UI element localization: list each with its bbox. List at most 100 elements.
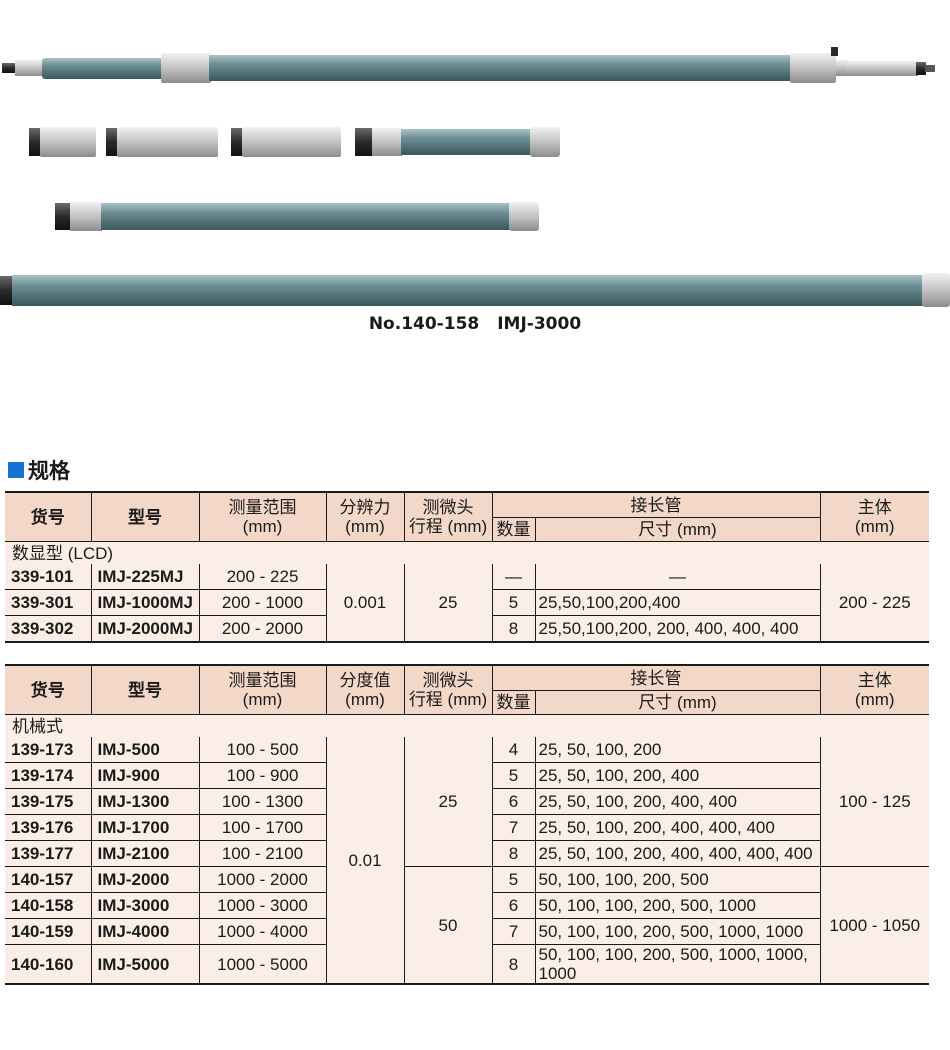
header-graduation: 分度值(mm) bbox=[325, 664, 404, 715]
cell-model: IMJ-1700 bbox=[90, 814, 199, 841]
blue-square-icon bbox=[8, 462, 24, 478]
cell-code: 339-301 bbox=[5, 589, 91, 616]
cell-qty: 6 bbox=[491, 788, 535, 815]
cell-code: 140-157 bbox=[5, 866, 91, 893]
cell-code: 140-159 bbox=[5, 918, 91, 945]
cell-resolution: 0.001 bbox=[325, 564, 404, 643]
table-row: 140-157 IMJ-2000 1000 - 2000 50 5 50, 10… bbox=[5, 866, 929, 985]
cell-range: 100 - 2100 bbox=[198, 840, 326, 867]
cell-model: IMJ-500 bbox=[90, 737, 199, 763]
cell-size: 25,50,100,200,400 bbox=[534, 589, 820, 616]
table-row: 339-301 IMJ-1000MJ 200 - 1000 5 25,50,10… bbox=[5, 589, 929, 616]
cell-qty: 5 bbox=[491, 589, 535, 616]
header-qty: 数量 bbox=[491, 690, 535, 715]
header-size: 尺寸 (mm) bbox=[534, 517, 820, 542]
header-resolution: 分辨力(mm) bbox=[325, 491, 404, 542]
header-code: 货号 bbox=[5, 664, 91, 715]
cell-qty: 4 bbox=[491, 737, 535, 763]
group-label-lcd: 数显型 (LCD) bbox=[5, 541, 929, 564]
cell-qty: 5 bbox=[491, 866, 535, 893]
cell-code: 139-177 bbox=[5, 840, 91, 867]
cell-model: IMJ-225MJ bbox=[90, 564, 199, 590]
cell-range: 1000 - 2000 bbox=[198, 866, 326, 893]
header-range: 测量范围(mm) bbox=[198, 491, 326, 542]
cell-range: 100 - 1300 bbox=[198, 788, 326, 815]
table-row: 140-158 IMJ-3000 1000 - 3000 6 50, 100, … bbox=[5, 892, 929, 919]
cell-body: 200 - 225 bbox=[819, 564, 929, 643]
cell-size: — bbox=[534, 564, 820, 590]
cell-model: IMJ-5000 bbox=[90, 944, 199, 985]
extension-rod-1000 bbox=[0, 273, 950, 307]
cell-model: IMJ-900 bbox=[90, 762, 199, 789]
extension-rod-200 bbox=[355, 127, 560, 157]
cell-qty: 6 bbox=[491, 892, 535, 919]
cell-size: 25,50,100,200, 200, 400, 400, 400 bbox=[534, 615, 820, 643]
table-row: 140-160 IMJ-5000 1000 - 5000 8 50, 100, … bbox=[5, 944, 929, 985]
extension-rod-500 bbox=[55, 202, 539, 231]
cell-model: IMJ-2000MJ bbox=[90, 615, 199, 643]
cell-size: 50, 100, 100, 200, 500, 1000, 1000 bbox=[534, 918, 820, 945]
table-row: 139-173 IMJ-500 100 - 500 0.01 25 4 25, … bbox=[5, 737, 929, 985]
cell-graduation: 0.01 bbox=[325, 737, 404, 985]
cell-qty: 5 bbox=[491, 762, 535, 789]
product-photo bbox=[0, 47, 950, 307]
header-head-stroke: 测微头行程 (mm) bbox=[403, 491, 492, 542]
header-rods: 接长管 bbox=[491, 491, 820, 518]
cell-code: 139-176 bbox=[5, 814, 91, 841]
cell-qty: 8 bbox=[491, 840, 535, 867]
cell-range: 100 - 900 bbox=[198, 762, 326, 789]
cell-model: IMJ-1300 bbox=[90, 788, 199, 815]
header-rods: 接长管 bbox=[491, 664, 820, 691]
group-label-mechanical: 机械式 bbox=[5, 714, 929, 737]
section-heading: 规格 bbox=[8, 456, 70, 484]
cell-code: 339-302 bbox=[5, 615, 91, 643]
section-title: 规格 bbox=[28, 459, 70, 483]
cell-size: 50, 100, 100, 200, 500, 1000 bbox=[534, 892, 820, 919]
extension-rod-100 bbox=[231, 127, 341, 157]
cell-size: 25, 50, 100, 200, 400 bbox=[534, 762, 820, 789]
cell-model: IMJ-4000 bbox=[90, 918, 199, 945]
cell-range: 100 - 1700 bbox=[198, 814, 326, 841]
cell-code: 139-173 bbox=[5, 737, 91, 763]
cell-size: 50, 100, 100, 200, 500 bbox=[534, 866, 820, 893]
cell-body: 100 - 125 bbox=[819, 737, 929, 867]
header-range: 测量范围(mm) bbox=[198, 664, 326, 715]
cell-size: 25, 50, 100, 200 bbox=[534, 737, 820, 763]
cell-code: 140-158 bbox=[5, 892, 91, 919]
cell-stroke: 25 bbox=[403, 737, 492, 867]
cell-size: 25, 50, 100, 200, 400, 400, 400, 400 bbox=[534, 840, 820, 867]
cell-range: 200 - 225 bbox=[198, 564, 326, 590]
cell-qty: 7 bbox=[491, 918, 535, 945]
header-model: 型号 bbox=[90, 664, 199, 715]
cell-range: 200 - 2000 bbox=[198, 615, 326, 643]
caption-part-number: No.140-158 bbox=[368, 314, 480, 334]
table-row: 140-159 IMJ-4000 1000 - 4000 7 50, 100, … bbox=[5, 918, 929, 945]
cell-code: 140-160 bbox=[5, 944, 91, 985]
cell-stroke: 25 bbox=[403, 564, 492, 643]
cell-qty: — bbox=[491, 564, 535, 590]
cell-model: IMJ-1000MJ bbox=[90, 589, 199, 616]
cell-model: IMJ-2100 bbox=[90, 840, 199, 867]
spec-table-lcd: 货号 型号 测量范围(mm) 分辨力(mm) 测微头行程 (mm) 接长管 主体… bbox=[5, 491, 929, 643]
cell-code: 139-174 bbox=[5, 762, 91, 789]
cell-size: 50, 100, 100, 200, 500, 1000, 1000, 1000 bbox=[534, 944, 820, 985]
cell-range: 1000 - 3000 bbox=[198, 892, 326, 919]
cell-size: 25, 50, 100, 200, 400, 400, 400 bbox=[534, 814, 820, 841]
table-row: 139-176 IMJ-1700 100 - 1700 7 25, 50, 10… bbox=[5, 814, 929, 841]
table-row: 339-302 IMJ-2000MJ 200 - 2000 8 25,50,10… bbox=[5, 615, 929, 643]
header-body: 主体(mm) bbox=[819, 664, 929, 715]
cell-range: 1000 - 4000 bbox=[198, 918, 326, 945]
cell-stroke: 50 bbox=[403, 866, 492, 985]
cell-qty: 8 bbox=[491, 615, 535, 643]
cell-code: 339-101 bbox=[5, 564, 91, 590]
table-row: 139-177 IMJ-2100 100 - 2100 8 25, 50, 10… bbox=[5, 840, 929, 867]
cell-range: 100 - 500 bbox=[198, 737, 326, 763]
cell-code: 139-175 bbox=[5, 788, 91, 815]
extension-rod-50 bbox=[106, 127, 218, 157]
cell-qty: 8 bbox=[491, 944, 535, 985]
cell-range: 200 - 1000 bbox=[198, 589, 326, 616]
header-head-stroke: 测微头行程 (mm) bbox=[403, 664, 492, 715]
cell-body: 1000 - 1050 bbox=[819, 866, 929, 985]
table-row: 339-101 IMJ-225MJ 200 - 225 0.001 25 — —… bbox=[5, 564, 929, 643]
